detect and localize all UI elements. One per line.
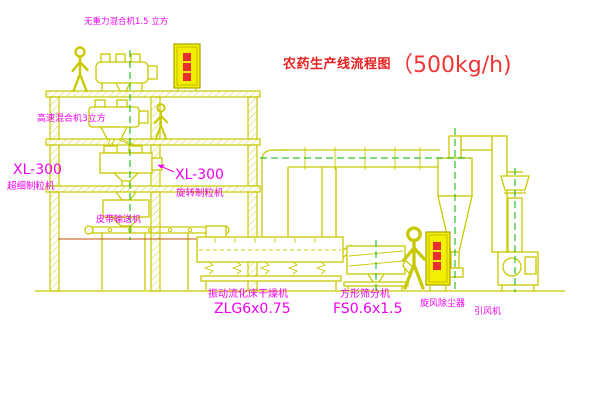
dryer-model-label: ZLG6x0.75 [214, 301, 291, 317]
cabinet-text-mark [183, 73, 191, 81]
cabinet-text-mark [433, 262, 441, 270]
granulator-center-model-label: XL-300 [175, 167, 224, 183]
floor-slab-2 [45, 138, 261, 146]
spring-support [287, 261, 298, 275]
floor-slab-3 [45, 185, 261, 193]
feed-chute [107, 138, 138, 147]
spring-support [259, 261, 270, 275]
exhaust-elbow-duct [261, 149, 289, 237]
diagram-title: 农药生产线流程图 [282, 56, 391, 72]
granulator-left-name-label: 超细制粒机 [7, 180, 55, 192]
column-left [49, 191, 60, 292]
dryer-outlet-riser [321, 167, 337, 237]
worker-figure-3 [401, 226, 427, 290]
dryer-name-label: 振动流化床干燥机 [208, 287, 288, 300]
granulator-center-name-label: 旋转制粒机 [176, 187, 224, 199]
cabinet-text-mark [183, 53, 191, 61]
worker-figure-1 [71, 46, 89, 93]
floor-slab-1 [45, 90, 261, 98]
column-right [247, 96, 258, 140]
diagram-title-capacity: （500kg/h) [391, 53, 512, 78]
cabinet-text-mark [433, 242, 441, 250]
cabinet-text-mark [433, 252, 441, 260]
centerlines [129, 50, 516, 292]
square-sifter [343, 245, 414, 291]
spring-support [231, 261, 242, 275]
sifter-name-label: 方形筛分机 [340, 287, 390, 300]
exhaust-duct-horizontal [274, 147, 440, 170]
gravity-mixer [95, 53, 158, 92]
rotary-granulator [99, 145, 163, 186]
control-cabinet-right [425, 231, 451, 291]
cabinet-text-mark [183, 63, 191, 71]
induced-draft-fan [497, 251, 539, 291]
column-left [49, 96, 60, 140]
granulator-leader-arrow [157, 164, 175, 173]
sifter-model-label: FS0.6x1.5 [333, 301, 403, 317]
fluid-bed-dryer [196, 225, 357, 290]
fan-label: 引风机 [474, 305, 501, 317]
spring-support [203, 261, 214, 275]
worker-figure-2 [154, 103, 168, 140]
high-speed-mixer-label: 高速混合机3立方 [37, 112, 106, 124]
column-right [247, 144, 258, 187]
control-cabinet-top [173, 43, 201, 91]
column-mid [150, 191, 161, 292]
fan-suction-duct [460, 135, 508, 253]
granulator-left-model-label: XL-300 [13, 162, 62, 178]
spring-support [315, 261, 326, 275]
cyclone-label: 旋风除尘器 [420, 297, 465, 309]
column-left [49, 144, 60, 187]
belt-conveyor-label: 皮带输送机 [96, 213, 141, 225]
gravity-mixer-label: 无重力混合机1.5 立方 [84, 16, 168, 27]
